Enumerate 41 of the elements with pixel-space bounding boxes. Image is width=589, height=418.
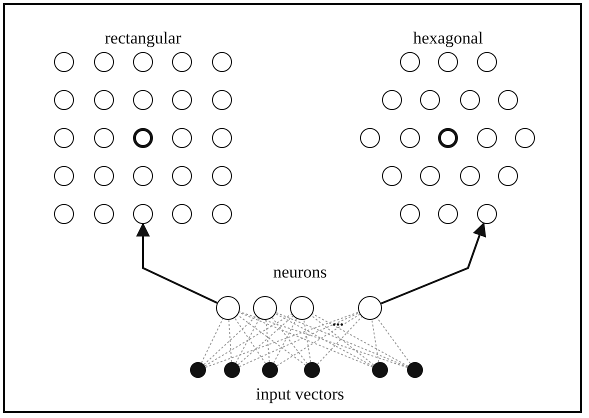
neuron-circle [216, 296, 240, 320]
input-dot [372, 362, 388, 378]
connection-line [266, 320, 270, 362]
neuron-circle [358, 296, 382, 320]
connection-line [228, 320, 232, 362]
connection-line [371, 319, 380, 363]
connection-line [238, 311, 408, 368]
connection-line [234, 317, 266, 364]
connection-line [312, 313, 408, 367]
text-label: neurons [273, 264, 327, 280]
text-label: rectangular [104, 30, 182, 46]
connection-line [276, 312, 408, 368]
connection-line [272, 317, 308, 364]
connection-line [235, 318, 260, 364]
neuron-circle [290, 296, 314, 320]
connection-line [238, 316, 294, 366]
connection-line [201, 318, 224, 364]
connection-line [276, 314, 360, 366]
connection-line [275, 313, 374, 367]
input-dot [190, 362, 206, 378]
connection-line [205, 312, 360, 368]
neuron-circle [133, 204, 153, 224]
connection-line [204, 314, 292, 366]
connection-line [203, 316, 257, 366]
arrow [136, 222, 218, 304]
input-dot [304, 362, 320, 378]
arrow [380, 222, 486, 304]
connection-line [273, 318, 297, 364]
connection-line [237, 314, 306, 366]
text-label: hexagonal [413, 30, 483, 46]
input-dot [407, 362, 423, 378]
text-label: ... [332, 314, 344, 330]
connection-line [376, 317, 411, 364]
neuron-circle [253, 296, 277, 320]
connection-line [310, 315, 374, 366]
input-dot [224, 362, 240, 378]
connection-line [317, 316, 362, 365]
input-dot [262, 362, 278, 378]
neuron-circle [477, 204, 497, 224]
connection-line [303, 319, 312, 363]
text-label: input vectors [256, 386, 344, 402]
